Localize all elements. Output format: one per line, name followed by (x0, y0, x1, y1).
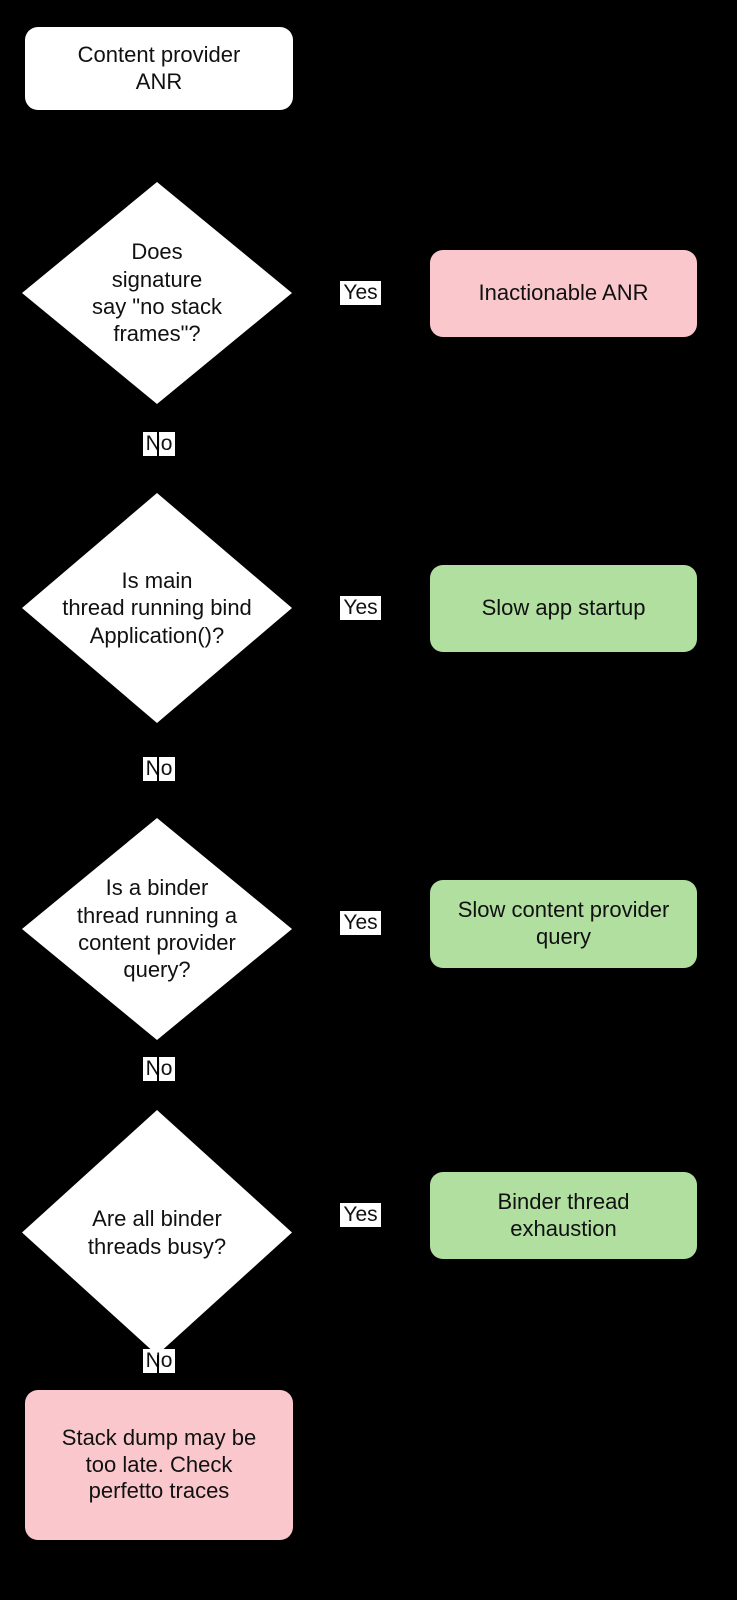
edge-label-decision-1-no: No (143, 432, 175, 457)
edge-label-decision-4-no: No (143, 1349, 175, 1374)
edge-label-decision-3-no: No (143, 1057, 175, 1082)
final-node-label: Stack dump may be too late. Check perfet… (61, 1424, 257, 1504)
decision-node-main-thread-bind-application[interactable]: Is main thread running bind Application(… (22, 493, 292, 723)
decision-3-label: Is a binder thread running a content pro… (76, 875, 238, 983)
connector-start-to-decision-1 (157, 110, 159, 182)
connector-decision-4-to-final (157, 1355, 159, 1390)
connector-decision-3-to-decision-4 (157, 1040, 159, 1110)
edge-label-decision-4-yes: Yes (340, 1203, 381, 1228)
edge-label-decision-2-no: No (143, 757, 175, 782)
decision-1-label: Does signature say "no stack frames"? (91, 239, 223, 347)
outcome-3-label: Slow content provider query (457, 897, 670, 949)
outcome-4-label: Binder thread exhaustion (497, 1188, 630, 1241)
decision-4-label: Are all binder threads busy? (87, 1206, 227, 1259)
final-node-stack-dump-too-late[interactable]: Stack dump may be too late. Check perfet… (25, 1390, 293, 1540)
decision-node-signature-no-stack-frames[interactable]: Does signature say "no stack frames"? (22, 182, 292, 404)
edge-label-decision-1-yes: Yes (340, 281, 381, 306)
decision-node-all-binder-threads-busy[interactable]: Are all binder threads busy? (22, 1110, 292, 1355)
outcome-node-slow-content-provider-query[interactable]: Slow content provider query (430, 880, 697, 968)
start-node-content-provider-anr[interactable]: Content provider ANR (25, 27, 293, 110)
outcome-1-label: Inactionable ANR (478, 280, 649, 306)
outcome-node-inactionable-anr[interactable]: Inactionable ANR (430, 250, 697, 337)
start-node-label: Content provider ANR (77, 41, 241, 94)
outcome-node-binder-thread-exhaustion[interactable]: Binder thread exhaustion (430, 1172, 697, 1259)
connector-decision-1-to-decision-2 (157, 404, 159, 493)
connector-decision-2-to-decision-3 (157, 723, 159, 818)
edge-label-decision-3-yes: Yes (340, 911, 381, 936)
outcome-2-label: Slow app startup (481, 595, 646, 621)
edge-label-decision-2-yes: Yes (340, 596, 381, 621)
decision-node-binder-thread-content-provider-query[interactable]: Is a binder thread running a content pro… (22, 818, 292, 1040)
outcome-node-slow-app-startup[interactable]: Slow app startup (430, 565, 697, 652)
decision-2-label: Is main thread running bind Application(… (62, 568, 252, 648)
